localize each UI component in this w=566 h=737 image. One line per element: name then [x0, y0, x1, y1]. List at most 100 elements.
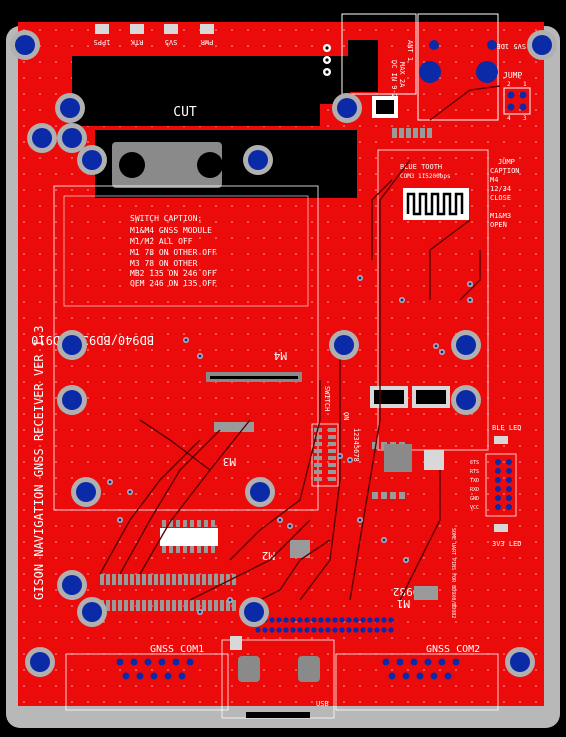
copper-trace: [119, 429, 221, 575]
ic-pad: [162, 546, 166, 553]
db9-pin: [172, 658, 180, 666]
grid-dot: [39, 397, 41, 399]
grid-dot: [87, 445, 89, 447]
grid-dot: [359, 621, 361, 623]
grid-dot: [183, 461, 185, 463]
grid-dot: [39, 637, 41, 639]
grid-dot: [503, 237, 505, 239]
copper-trace: [259, 539, 331, 601]
grid-dot: [375, 541, 377, 543]
via: [400, 298, 404, 302]
mount-hole: [60, 98, 80, 118]
grid-dot: [199, 333, 201, 335]
grid-dot: [423, 253, 425, 255]
grid-dot: [103, 285, 105, 287]
grid-dot: [55, 157, 57, 159]
grid-dot: [535, 317, 537, 319]
grid-dot: [487, 685, 489, 687]
grid-dot: [455, 525, 457, 527]
header-pin: [290, 627, 296, 633]
inductor-core: [416, 390, 446, 404]
grid-dot: [151, 45, 153, 47]
grid-dot: [359, 381, 361, 383]
grid-dot: [327, 525, 329, 527]
grid-dot: [391, 45, 393, 47]
jump-header: [503, 87, 531, 115]
grid-dot: [503, 333, 505, 335]
grid-dot: [167, 477, 169, 479]
grid-dot: [343, 413, 345, 415]
grid-dot: [231, 541, 233, 543]
grid-dot: [519, 61, 521, 63]
ic-pad: [162, 520, 166, 527]
ic-pad: [420, 128, 425, 138]
grid-dot: [391, 301, 393, 303]
ic-pad: [124, 600, 128, 611]
grid-dot: [71, 237, 73, 239]
bt-pin: [495, 504, 501, 510]
grid-dot: [295, 285, 297, 287]
grid-dot: [359, 141, 361, 143]
grid-dot: [535, 173, 537, 175]
grid-dot: [135, 205, 137, 207]
grid-dot: [231, 653, 233, 655]
grid-dot: [215, 397, 217, 399]
grid-dot: [23, 349, 25, 351]
grid-dot: [39, 157, 41, 159]
via: [278, 518, 282, 522]
grid-dot: [119, 525, 121, 527]
grid-dot: [455, 381, 457, 383]
grid-dot: [471, 429, 473, 431]
grid-dot: [391, 237, 393, 239]
grid-dot: [119, 45, 121, 47]
grid-dot: [135, 541, 137, 543]
ic-pad: [130, 574, 134, 585]
grid-dot: [71, 461, 73, 463]
ic-pad: [406, 128, 411, 138]
grid-dot: [423, 221, 425, 223]
grid-dot: [55, 253, 57, 255]
ic-pad: [204, 546, 208, 553]
mount-hole: [82, 150, 102, 170]
board-title: GISON NAVIGATION GNSS RECEIVER VER 1.3: [32, 325, 46, 600]
grid-dot: [343, 589, 345, 591]
svg-text:M1/M2 ALL OFF: M1/M2 ALL OFF: [130, 237, 193, 246]
grid-dot: [535, 157, 537, 159]
grid-dot: [535, 285, 537, 287]
grid-dot: [231, 253, 233, 255]
grid-dot: [55, 669, 57, 671]
vias: [107, 275, 473, 615]
grid-dot: [311, 285, 313, 287]
ic-pad: [136, 600, 140, 611]
grid-dot: [215, 333, 217, 335]
grid-dot: [199, 397, 201, 399]
grid-dot: [151, 701, 153, 703]
grid-dot: [215, 205, 217, 207]
header-pin: [374, 617, 380, 623]
grid-dot: [407, 45, 409, 47]
grid-dot: [439, 301, 441, 303]
ic-pad: [381, 492, 387, 499]
grid-dot: [375, 205, 377, 207]
mount-hole: [15, 35, 35, 55]
grid-dot: [519, 557, 521, 559]
grid-dot: [71, 29, 73, 31]
grid-dot: [279, 573, 281, 575]
grid-dot: [247, 285, 249, 287]
grid-dot: [167, 221, 169, 223]
grid-dot: [23, 125, 25, 127]
grid-dot: [103, 397, 105, 399]
grid-dot: [503, 349, 505, 351]
grid-dot: [455, 685, 457, 687]
grid-dot: [407, 381, 409, 383]
grid-dot: [151, 557, 153, 559]
grid-dot: [391, 29, 393, 31]
mount-hole: [532, 35, 552, 55]
grid-dot: [279, 349, 281, 351]
svg-text:CAPTION: CAPTION: [490, 167, 520, 175]
dip-pad: [314, 435, 322, 439]
grid-dot: [87, 141, 89, 143]
grid-dot: [87, 301, 89, 303]
via: [468, 282, 472, 286]
grid-dot: [487, 621, 489, 623]
